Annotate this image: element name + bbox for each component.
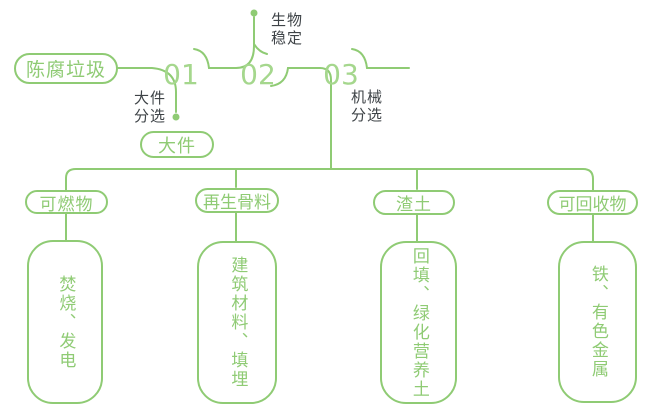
branch-recyclable-node: 可回收物 [547, 190, 638, 215]
step-03-process-label: 机械 分选 [351, 88, 384, 124]
result-box-recyclable: 铁、有色金属 [558, 241, 637, 403]
step-02-process-label: 生物 稳定 [271, 11, 304, 47]
branch-aggregate-label: 再生骨料 [203, 193, 271, 213]
bulky-branch-dot [172, 113, 180, 121]
connector-hook-02 [270, 67, 332, 170]
result-box-combustible: 焚烧、发电 [27, 240, 103, 404]
source-node-label: 陈腐垃圾 [25, 59, 106, 81]
result-recyclable-text: 铁、有色金属 [587, 265, 608, 379]
branch-combustible-node: 可燃物 [25, 190, 108, 215]
step-number-02: 02 [240, 58, 276, 91]
branch-muck-node: 渣土 [373, 190, 455, 215]
result-muck-text: 回填、绿化营养土 [408, 246, 429, 399]
branch-muck-label: 渣土 [396, 195, 432, 215]
step-01-process-label: 大件 分选 [134, 89, 167, 125]
result-box-muck: 回填、绿化营养土 [380, 241, 457, 404]
connector-source-to-bulky [117, 67, 177, 113]
result-combustible-text: 焚烧、发电 [55, 274, 76, 370]
bio-branch-dot [250, 9, 258, 17]
branch-recyclable-label: 可回收物 [558, 195, 627, 215]
result-aggregate-text: 建筑材料、填埋 [227, 256, 248, 389]
step-number-03: 03 [323, 58, 359, 91]
result-box-aggregate: 建筑材料、填埋 [197, 241, 277, 404]
bulky-item-node: 大件 [140, 131, 214, 158]
connector-hook-03-tail [351, 48, 410, 69]
source-node: 陈腐垃圾 [14, 53, 118, 84]
connector-crest-02 [253, 43, 268, 55]
connector-hook-01 [193, 16, 255, 69]
bulky-item-label: 大件 [158, 135, 196, 157]
branch-combustible-label: 可燃物 [39, 194, 94, 215]
connector-distribution-line [65, 168, 594, 191]
step-number-01: 01 [163, 58, 199, 91]
branch-aggregate-node: 再生骨料 [195, 188, 279, 213]
